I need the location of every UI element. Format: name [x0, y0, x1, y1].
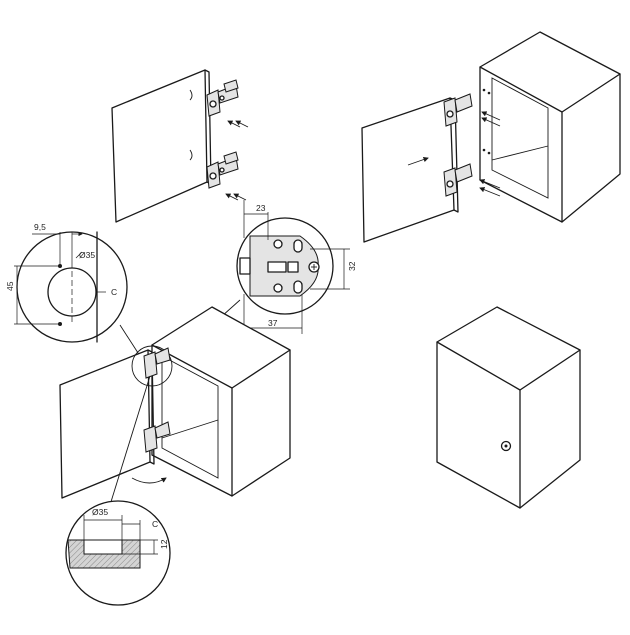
door-panel	[111, 69, 208, 223]
mounting-holes	[482, 88, 491, 155]
cabinet-body-3	[151, 306, 291, 497]
hinge-lower	[206, 151, 239, 189]
closed-cabinet	[436, 306, 581, 509]
cabinet-body	[479, 31, 621, 223]
cup-diameter-label: Ø35	[79, 250, 95, 260]
hole-offset-label: 9,5	[34, 222, 46, 232]
depth-edge-label: C	[152, 519, 158, 529]
door-panel-2	[361, 97, 455, 243]
edge-distance-label: C	[111, 287, 117, 297]
step1-door-with-hinges	[111, 69, 249, 223]
hinge-height-label: 32	[347, 261, 357, 271]
open-door	[59, 349, 151, 499]
step2-door-and-cabinet	[361, 31, 621, 243]
hinge-upper-2	[443, 93, 473, 127]
hinge-plate-detail: 23 32 37	[174, 200, 357, 359]
cup-depth-label: 12	[159, 539, 169, 549]
cup-hole-upper	[189, 89, 193, 101]
step3-open-cabinet	[59, 306, 291, 506]
hinge-spacing-label: 45	[5, 281, 15, 291]
cup-depth-detail: Ø35 C 12	[65, 500, 171, 606]
cabinet-shelf	[491, 145, 549, 161]
hinge-upper-3	[131, 345, 173, 387]
screw-arrows-step2	[407, 111, 501, 197]
cabinet-opening-3	[161, 355, 219, 479]
hinge-width-label: 23	[256, 203, 266, 213]
hinge-lower-3	[143, 421, 171, 453]
depth-diameter-label: Ø35	[92, 507, 108, 517]
cup-hole-lower	[189, 149, 193, 161]
swing-arrow	[131, 477, 167, 484]
screw-arrows-step1	[225, 120, 249, 201]
step4-closed-cabinet	[436, 306, 581, 509]
hinge-lower-2	[443, 163, 473, 197]
cabinet-opening	[491, 77, 549, 199]
hinge-upper	[206, 79, 239, 117]
cup-position-detail: 9,5 Ø35 45 C	[5, 222, 141, 357]
hinge-length-label: 37	[268, 318, 278, 328]
cup-recess	[83, 539, 123, 555]
